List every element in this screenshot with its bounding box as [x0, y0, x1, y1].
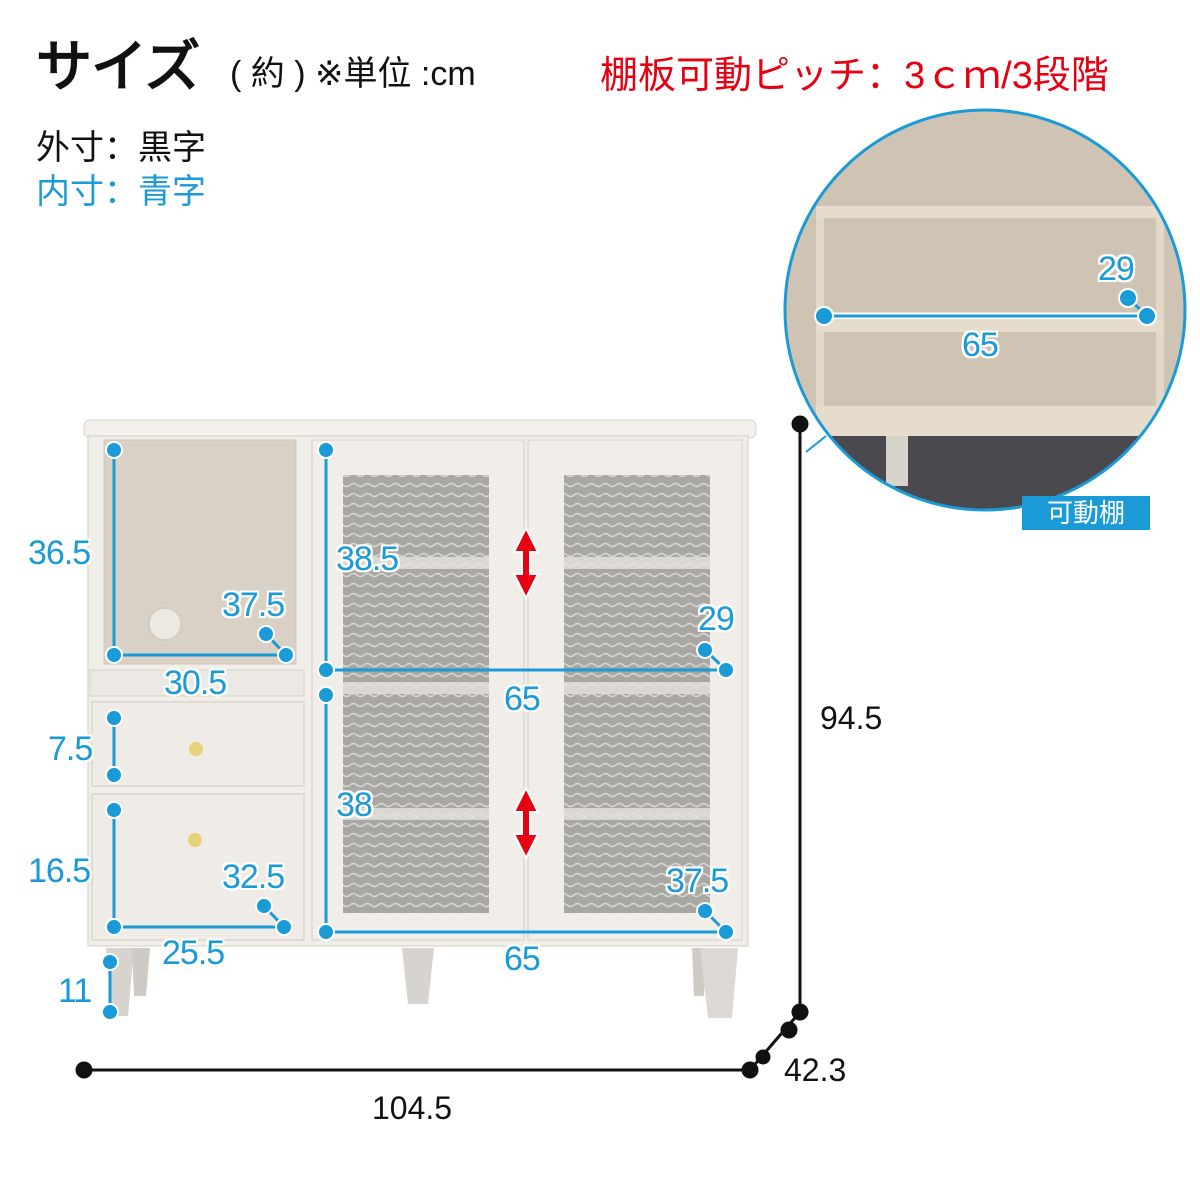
open-shelf	[103, 439, 297, 665]
open-shelf-height: 36.5	[28, 534, 91, 572]
inset-depth: 29	[1098, 250, 1135, 288]
cabinet-upper-depth: 29	[698, 600, 735, 638]
outer-depth: 42.3	[784, 1052, 847, 1088]
outer-dimension-lines	[75, 415, 809, 1079]
leg-height: 11	[58, 972, 92, 1010]
shelf-adjust-arrow-upper	[512, 525, 540, 601]
cabinet-lower-width: 65	[504, 940, 541, 978]
inset-shelf-photo	[785, 110, 1185, 510]
unit-note: ( 約 ) ※単位 :cm	[230, 55, 476, 93]
drawer-small-height: 7.5	[48, 730, 93, 768]
drawer-large-height: 16.5	[28, 852, 91, 890]
drawer-large	[91, 793, 305, 941]
shelf-adjust-arrow-lower	[512, 785, 540, 861]
outer-width: 104.5	[372, 1090, 453, 1126]
cabinet-upper-height: 38.5	[336, 540, 399, 578]
movable-shelf-badge: 可動棚	[1022, 496, 1150, 530]
cabinet-lower-depth: 37.5	[666, 862, 729, 900]
drawer-width: 25.5	[162, 934, 225, 972]
open-shelf-width: 30.5	[164, 664, 227, 702]
inset-width: 65	[962, 326, 999, 364]
cable-hole	[148, 607, 182, 641]
page-title: サイズ	[36, 35, 200, 98]
shelf-pitch-note: 棚板可動ピッチ：3ｃｍ/3段階	[600, 55, 1109, 97]
legend-inner: 内寸：青字	[36, 173, 206, 211]
open-shelf-depth: 37.5	[222, 586, 285, 624]
legend-outer: 外寸：黒字	[36, 129, 206, 167]
cabinet-lower-height: 38	[336, 786, 373, 824]
drawer-depth: 32.5	[222, 858, 285, 896]
drawer-knob	[189, 742, 203, 756]
cabinet-upper-width: 65	[504, 680, 541, 718]
drawer-knob	[188, 833, 202, 847]
cabinet-top	[83, 419, 757, 439]
outer-height: 94.5	[820, 700, 883, 736]
